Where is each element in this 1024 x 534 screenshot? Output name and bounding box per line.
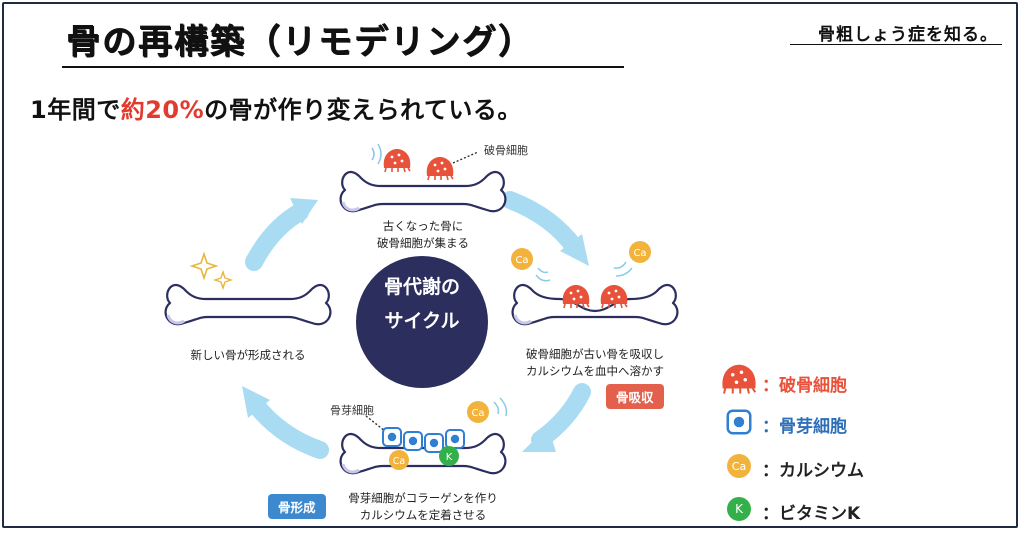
calcium-icon bbox=[389, 450, 409, 470]
arrowhead-top-right bbox=[560, 234, 589, 266]
bone-left bbox=[164, 283, 332, 326]
legend-vitamin-k: ：ビタミンK bbox=[762, 504, 861, 524]
cycle-arrows bbox=[242, 191, 591, 459]
calcium-icon bbox=[511, 248, 533, 270]
subtitle-highlight: 約20% bbox=[120, 96, 205, 124]
motion-lines bbox=[371, 143, 382, 165]
bone-right bbox=[511, 283, 679, 326]
legend-osteoblast: ：骨芽細胞 bbox=[762, 417, 847, 437]
cycle-center-label: 骨代謝の サイクル bbox=[356, 270, 488, 338]
osteoblast-icon bbox=[424, 433, 444, 453]
legend-vitamin-k-text: K bbox=[735, 502, 744, 516]
osteoclast-pointer bbox=[452, 151, 479, 164]
sparkle-icon bbox=[212, 269, 234, 291]
osteoclast-icon bbox=[382, 148, 412, 173]
step-right-line1: 破骨細胞が古い骨を吸収し bbox=[526, 347, 664, 361]
motion-lines bbox=[493, 397, 508, 417]
subtitle: 1年間で約20%の骨が作り変えられている。 bbox=[30, 90, 522, 125]
calcium-text: Ca bbox=[633, 248, 646, 259]
arrowhead-top-left bbox=[290, 198, 318, 224]
motion-lines bbox=[613, 261, 633, 277]
calcium-text: Ca bbox=[393, 456, 405, 467]
step-right-caption: 破骨細胞が古い骨を吸収し カルシウムを血中へ溶かす bbox=[515, 346, 675, 380]
arrow-top-left bbox=[245, 203, 309, 271]
step-left-caption: 新しい骨が形成される bbox=[176, 347, 320, 364]
step-bottom-caption: 骨芽細胞がコラーゲンを作り カルシウムを定着させる bbox=[337, 490, 509, 524]
calcium-icon bbox=[467, 401, 489, 423]
osteoblast-pointer bbox=[365, 415, 386, 432]
legend-calcium-icon bbox=[727, 454, 751, 478]
sparkle-icon bbox=[189, 251, 219, 281]
osteoblast-icon bbox=[403, 431, 423, 451]
step-bottom-line1: 骨芽細胞がコラーゲンを作り bbox=[348, 491, 498, 505]
motion-lines bbox=[535, 267, 551, 282]
osteoclast-icon bbox=[425, 156, 455, 181]
subtitle-post: の骨が作り変えられている。 bbox=[204, 96, 522, 124]
legend-osteoclast: ：破骨細胞 bbox=[762, 376, 847, 396]
osteoblast-icon bbox=[445, 429, 465, 449]
step-top-line1: 古くなった骨に bbox=[382, 219, 464, 233]
calcium-text: Ca bbox=[471, 408, 484, 419]
legend-osteoblast-icon bbox=[726, 409, 752, 435]
vitamin-k-text: K bbox=[446, 452, 453, 463]
legend-calcium: ：カルシウム bbox=[762, 461, 864, 481]
calcium-icon bbox=[629, 241, 651, 263]
vitamin-k-icon bbox=[439, 446, 459, 466]
legend-vitamin-k-icon bbox=[727, 497, 751, 521]
arrow-top-right bbox=[501, 191, 584, 257]
arrowhead-bottom-right bbox=[522, 426, 556, 452]
osteoclast-label: 破骨細胞 bbox=[484, 144, 528, 157]
cycle-center-circle bbox=[356, 256, 488, 388]
subtitle-pre: 1年間で bbox=[30, 96, 121, 124]
osteoblast-icon bbox=[382, 427, 402, 447]
step-bottom-line2: カルシウムを定着させる bbox=[359, 508, 487, 522]
arrow-bottom-left bbox=[246, 395, 329, 459]
brand-underline bbox=[790, 44, 1002, 45]
bone-top bbox=[339, 170, 507, 213]
title-underline bbox=[62, 66, 624, 68]
tag-formation: 骨形成 bbox=[268, 494, 326, 519]
step-top-line2: 破骨細胞が集まる bbox=[377, 236, 469, 250]
slide-frame bbox=[2, 2, 1018, 528]
step-top-caption: 古くなった骨に 破骨細胞が集まる bbox=[363, 218, 483, 252]
page-title: 骨の再構築（リモデリング） bbox=[66, 22, 534, 62]
step-left-line1: 新しい骨が形成される bbox=[190, 348, 306, 362]
brand-label: 骨粗しょう症を知る。 bbox=[818, 25, 998, 45]
arrowhead-bottom-left bbox=[242, 386, 270, 418]
step-right-line2: カルシウムを血中へ溶かす bbox=[526, 364, 664, 378]
cycle-center-line1: 骨代謝の bbox=[383, 276, 460, 298]
calcium-text: Ca bbox=[515, 255, 528, 266]
legend-calcium-text: Ca bbox=[732, 460, 746, 473]
osteoblast-label: 骨芽細胞 bbox=[330, 404, 374, 417]
tag-resorption: 骨吸収 bbox=[606, 384, 664, 409]
legend-osteoclast-icon bbox=[721, 363, 757, 395]
cycle-center-line2: サイクル bbox=[384, 310, 460, 332]
